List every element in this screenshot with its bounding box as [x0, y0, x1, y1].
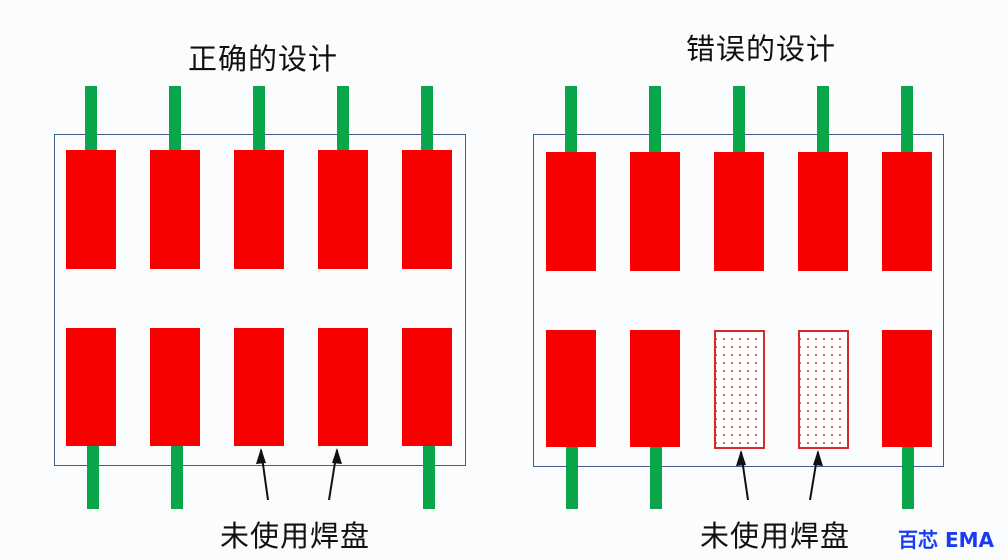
trace [901, 86, 913, 154]
pad [402, 328, 452, 446]
trace [733, 86, 745, 154]
trace [169, 86, 181, 152]
pad [66, 328, 116, 446]
trace [649, 86, 661, 154]
pad [546, 330, 596, 447]
trace [171, 444, 183, 509]
trace [650, 446, 662, 509]
pad [150, 328, 200, 446]
trace [817, 86, 829, 154]
trace [253, 86, 265, 152]
unused-pad-hatched [714, 330, 765, 449]
watermark-logo: 百芯 EMA [898, 528, 995, 552]
pad [234, 150, 284, 269]
pad [402, 150, 452, 269]
pad [714, 152, 764, 271]
trace [421, 86, 433, 152]
pad [630, 152, 680, 271]
callout-label-unused-pads: 未使用焊盘 [700, 519, 851, 553]
unused-pad-filled [318, 328, 368, 446]
title-correct-design: 正确的设计 [188, 42, 339, 76]
pad [882, 152, 932, 271]
trace [337, 86, 349, 152]
trace [565, 86, 577, 154]
pad [546, 152, 596, 271]
pad [150, 150, 200, 269]
pad [798, 152, 848, 271]
trace [566, 446, 578, 509]
trace [902, 446, 914, 509]
pad [882, 330, 932, 447]
trace [423, 444, 435, 509]
unused-pad-filled [234, 328, 284, 446]
title-wrong-design: 错误的设计 [686, 32, 837, 66]
callout-label-unused-pads: 未使用焊盘 [220, 519, 371, 553]
trace [87, 444, 99, 509]
pad [630, 330, 680, 447]
pad [66, 150, 116, 269]
unused-pad-hatched [798, 330, 849, 449]
trace [85, 86, 97, 152]
pad [318, 150, 368, 269]
